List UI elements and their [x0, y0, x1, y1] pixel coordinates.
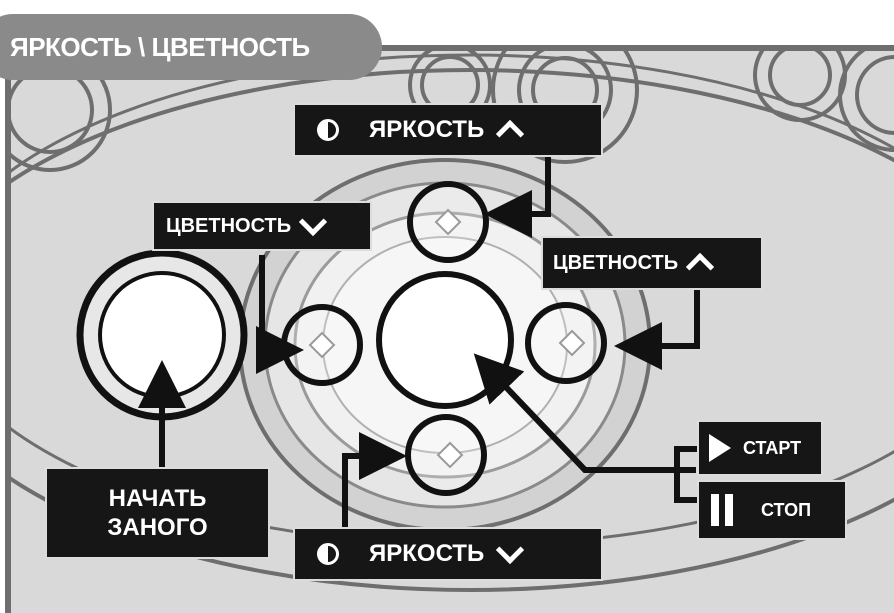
start-label: СТАРТ [697, 420, 823, 476]
dpad-right-button[interactable] [525, 302, 607, 384]
chevron-down-icon [299, 207, 328, 237]
pause-icon [711, 494, 733, 526]
brightness-up-label: ЯРКОСТЬ [293, 103, 603, 157]
callout-saturation-up [614, 290, 700, 370]
callout-saturation-down [256, 255, 304, 374]
panel-ring-outer [8, 68, 894, 592]
play-icon [709, 434, 731, 462]
callout-brightness-up [484, 152, 551, 238]
dpad-left-button[interactable] [281, 304, 363, 386]
brightness-icon [317, 543, 339, 565]
restart-label: НАЧАТЬ ЗАНОГО [45, 467, 270, 559]
callout-start-stop [473, 353, 696, 473]
page-title: ЯРКОСТЬ \ ЦВЕТНОСТЬ [10, 31, 310, 62]
chevron-down-icon [496, 535, 525, 565]
brightness-down-label: ЯРКОСТЬ [293, 527, 603, 581]
chevron-up-icon [686, 252, 715, 282]
chevron-up-icon [496, 119, 525, 149]
saturation-down-label: ЦВЕТНОСТЬ [152, 201, 372, 251]
center-start-button[interactable] [376, 271, 514, 409]
callout-brightness-down [342, 432, 407, 530]
dpad-down-button[interactable] [405, 414, 487, 496]
dpad-up-button[interactable] [407, 181, 489, 263]
saturation-up-label: ЦВЕТНОСТЬ [541, 236, 763, 290]
callout-bracket [674, 446, 700, 503]
stop-label: СТОП [697, 480, 847, 540]
title-pill: ЯРКОСТЬ \ ЦВЕТНОСТЬ [0, 14, 382, 80]
brightness-icon [317, 119, 339, 141]
